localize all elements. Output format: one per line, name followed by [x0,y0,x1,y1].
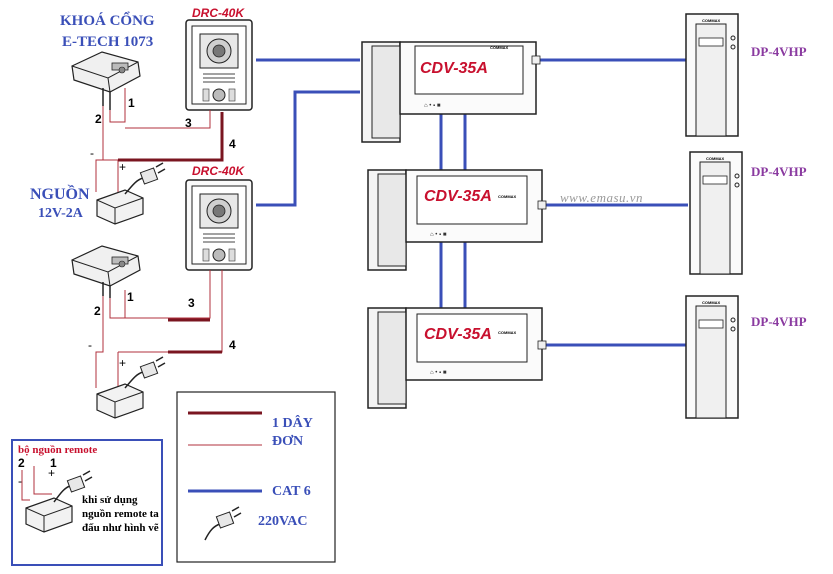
handset-1-model: DP-4VHP [751,44,807,59]
legend [176,391,336,563]
terminal-minus-b: - [88,338,92,352]
watermark: www.emasu.vn [560,190,644,205]
legend-single-wire-line1: 1 DÂY [272,416,313,431]
remote-box-title: bộ nguồn remote [18,444,98,456]
terminal-plus-b: + [119,356,127,370]
door-station-1-model: DRC-40K [192,6,245,20]
terminal-minus-a: - [90,146,94,160]
door-station-2-model: DRC-40K [192,164,245,178]
legend-plug-icon [204,506,242,541]
power-adapter-1 [96,162,166,225]
svg-text:⌂ • ▪ ■: ⌂ • ▪ ■ [430,370,447,376]
terminal-1-a: 1 [128,96,135,110]
power-adapter-2 [96,356,166,419]
monitor-1-brand: COMMAX [490,45,509,50]
terminal-2-b: 2 [94,304,101,318]
terminal-plus-a: + [119,160,127,174]
terminal-4-a: 4 [229,137,236,151]
terminal-3-a: 3 [185,116,192,130]
terminal-1-b: 1 [127,290,134,304]
svg-text:⌂ • ▪ ■: ⌂ • ▪ ■ [424,103,441,109]
terminal-3-b: 3 [188,296,195,310]
handset-3-model: DP-4VHP [751,314,807,329]
monitor-3-brand: COMMAX [498,330,517,335]
handset-2-brand: COMMAX [706,156,725,161]
handset-2 [689,151,743,275]
monitor-3 [367,307,547,409]
door-station-2 [185,179,253,271]
handset-3-brand: COMMAX [702,300,721,305]
gate-lock-2 [71,245,141,298]
terminal-2-a: 2 [95,112,102,126]
svg-text:⌂ • ▪ ■: ⌂ • ▪ ■ [430,232,447,238]
monitor-3-model: CDV-35A [424,326,492,343]
monitor-1-model: CDV-35A [420,60,488,77]
legend-cat6: CAT 6 [272,484,311,499]
remote-note: khi sử dụng nguồn remote ta đấu như hình… [82,494,159,534]
remote-plus: + [48,466,56,480]
legend-single-wire-line2: ĐƠN [272,434,304,449]
terminal-4-b: 4 [229,338,236,352]
monitor-2-brand: COMMAX [498,194,517,199]
handset-3 [685,295,739,419]
monitor-1 [361,41,541,143]
handset-1 [685,13,739,137]
power-spec: 12V-2A [38,206,83,221]
gate-lock-title: KHOÁ CỔNG [60,13,155,29]
door-station-1 [185,19,253,111]
handset-2-model: DP-4VHP [751,164,807,179]
monitor-2 [367,169,547,271]
legend-ac: 220VAC [258,514,308,529]
monitor-2-model: CDV-35A [424,188,492,205]
monitor-buttons: ⌂ • ▪ ■ ⌂ • ▪ ■ ⌂ • ▪ ■ [424,103,447,376]
remote-minus: - [18,474,22,488]
power-title: NGUỒN [30,186,90,203]
remote-terminal-1: 1 [50,456,57,470]
gate-lock-model: E-TECH 1073 [62,34,154,50]
remote-power-box [11,439,163,566]
handset-1-brand: COMMAX [702,18,721,23]
gate-lock-1 [71,51,141,110]
remote-terminal-2: 2 [18,456,25,470]
cat6-wiring [256,58,688,347]
lock-wiring [95,88,224,388]
